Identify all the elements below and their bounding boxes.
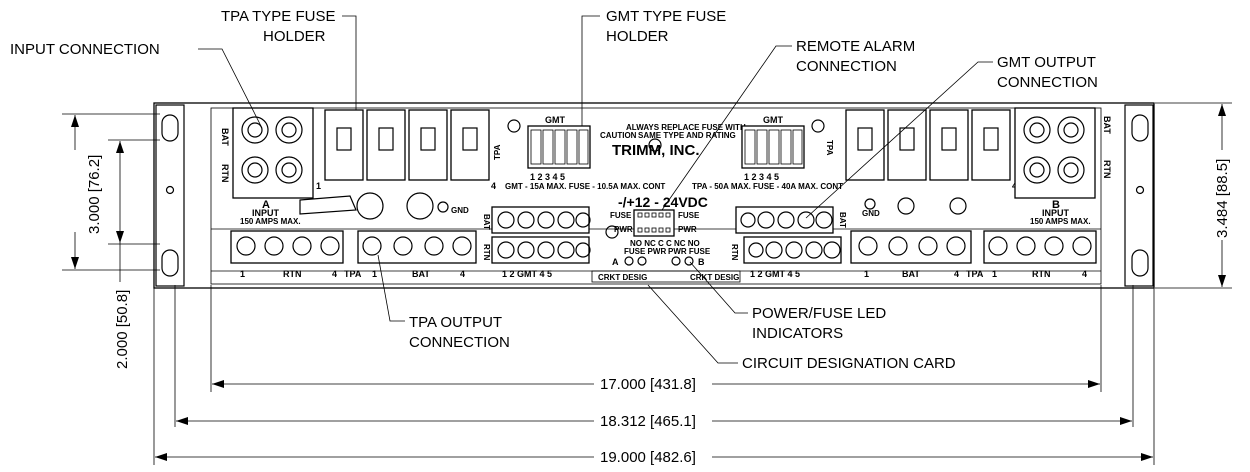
amps-b-label: 150 AMPS MAX. [1030,217,1091,226]
gmt-digits-right: 1 2 3 4 5 [744,172,779,182]
tpa-right-row-1b: 1 [992,269,997,279]
tpa-right-row-bat: BAT [902,269,920,279]
input-a-letter: A [262,199,270,211]
callout-remote-alarm-1: REMOTE ALARM [796,38,915,55]
gmt-rtn-right: RTN [730,244,739,261]
callout-gmt-holder-2: HOLDER [606,28,669,45]
warning-line-2: SAME TYPE AND RATING [638,131,736,140]
gmt-bat-left: BAT [482,214,491,230]
caution-label: CAUTION [600,131,637,140]
dim-width-inner: 17.000 [431.8] [600,376,696,393]
callout-tpa-output-2: CONNECTION [409,334,510,351]
callout-remote-alarm-2: CONNECTION [796,58,897,75]
gmt-row-label-left: 1 2 GMT 4 5 [502,269,552,279]
voltage-label: -/+12 - 24VDC [618,194,708,210]
tpa-left-pos-1: 1 [316,181,321,191]
gmt-rating-text: GMT - 15A MAX. FUSE - 10.5A MAX. CONT [505,182,665,191]
dimension-lines: 17.000 [431.8] 18.312 [465.1] 19.000 [48… [62,102,1232,466]
led-labels-left: FUSE PWR [624,247,666,256]
tpa-right-row-rtn: RTN [1032,269,1051,279]
callout-tpa-holder-2: HOLDER [263,28,326,45]
callout-tpa-output-1: TPA OUTPUT [409,314,502,331]
tpa-left-row-rtn: RTN [283,269,302,279]
led-a-label: A [612,257,619,267]
warning-line-1: ALWAYS REPLACE FUSE WITH [626,123,746,132]
dim-height-left-b: 2.000 [50.8] [114,290,131,369]
tpa-left-row-1: 1 [240,269,245,279]
pwr-label-right: PWR [678,225,697,234]
callout-card: CIRCUIT DESIGNATION CARD [742,355,956,372]
callout-gmt-holder-1: GMT TYPE FUSE [606,8,726,25]
dim-height-right: 3.484 [88.5] [1214,159,1231,238]
rtn-label-a: RTN [220,164,230,183]
tpa-right-row-tpa: TPA [966,269,984,279]
center-section: ALWAYS REPLACE FUSE WITH CAUTION SAME TY… [591,123,746,283]
gmt-label-left: GMT [545,115,565,125]
card-label-right: CRKT DESIG [690,273,739,282]
callout-led-2: INDICATORS [752,325,843,342]
tpa-left-row-4: 4 [332,269,337,279]
tpa-left-row-tpa: TPA [344,269,362,279]
dim-height-left-a: 3.000 [76.2] [86,155,103,234]
input-b-letter: B [1052,199,1060,211]
fuse-label-left: FUSE [610,211,632,220]
bat-label-b: BAT [1102,116,1112,134]
tpa-right-row-4b: 4 [1082,269,1087,279]
gnd-label-right: GND [862,209,880,218]
tpa-right-row-4: 4 [954,269,959,279]
gmt-label-right: GMT [763,115,783,125]
tpa-output-left: 1 RTN 4 TPA 1 BAT 4 [230,230,477,279]
pwr-label-left: PWR [614,225,633,234]
gmt-rtn-left: RTN [482,244,491,261]
input-block-a: BAT RTN A INPUT 150 AMPS MAX. [220,107,314,226]
led-labels-right: PWR FUSE [668,247,711,256]
tpa-fuse-holders-left: 1 4 [316,109,496,191]
callout-gmt-output-2: CONNECTION [997,74,1098,91]
tpa-right-row-1: 1 [864,269,869,279]
gmt-digits-left: 1 2 3 4 5 [530,172,565,182]
gmt-output-right: BAT RTN 1 2 GMT 4 5 [730,206,847,279]
tpa-rot-left: TPA [493,144,502,160]
callout-input-connection: INPUT CONNECTION [10,41,160,58]
gmt-output-left: BAT RTN 1 2 GMT 4 5 [482,206,591,279]
callout-led-1: POWER/FUSE LED [752,305,886,322]
bat-label-a: BAT [220,128,230,146]
right-mounting-ear [1124,104,1154,287]
brand-label: TRIMM, INC. [612,142,700,159]
rtn-label-b: RTN [1102,160,1112,179]
gmt-bat-right: BAT [838,212,847,228]
gmt-fuse-holder-left: GMT 1 2 3 4 5 TPA GMT - 15A MAX. FUSE - … [493,115,665,191]
led-b-label: B [698,257,705,267]
tpa-left-row-4b: 4 [460,269,465,279]
ground-lug-right: GND [862,197,967,218]
gnd-label-left: GND [451,206,469,215]
input-a-label: INPUT [252,208,280,218]
dim-width-mid: 18.312 [465.1] [600,413,696,430]
alarm-terminals-label: NO NC C C NC NO [630,239,700,248]
callout-tpa-holder-1: TPA TYPE FUSE [221,8,335,25]
tpa-rot-right: TPA [825,140,834,156]
input-block-b: BAT RTN B INPUT 150 AMPS MAX. [1014,107,1112,226]
gmt-fuse-holder-right: GMT 1 2 3 4 5 TPA TPA - 50A MAX. FUSE - … [692,115,843,191]
dim-width-outer: 19.000 [482.6] [600,449,696,466]
ground-lug-left: GND [299,192,469,220]
tpa-rating-text: TPA - 50A MAX. FUSE - 40A MAX. CONT [692,182,843,191]
left-mounting-ear [155,104,185,287]
tpa-output-right: 1 BAT 4 TPA 1 RTN 4 [850,230,1097,279]
fuse-label-right: FUSE [678,211,700,220]
gmt-row-label-right: 1 2 GMT 4 5 [750,269,800,279]
input-b-label: INPUT [1042,208,1070,218]
amps-a-label: 150 AMPS MAX. [240,217,301,226]
tpa-left-row-bat: BAT [412,269,430,279]
tpa-left-pos-4: 4 [491,181,496,191]
tpa-fuse-holders-right: 4 [845,109,1017,191]
callout-gmt-output-1: GMT OUTPUT [997,54,1096,71]
card-label-left: CRKT DESIG [598,273,647,282]
callouts: INPUT CONNECTION TPA TYPE FUSE HOLDER GM… [10,8,1098,372]
tpa-left-row-1b: 1 [372,269,377,279]
